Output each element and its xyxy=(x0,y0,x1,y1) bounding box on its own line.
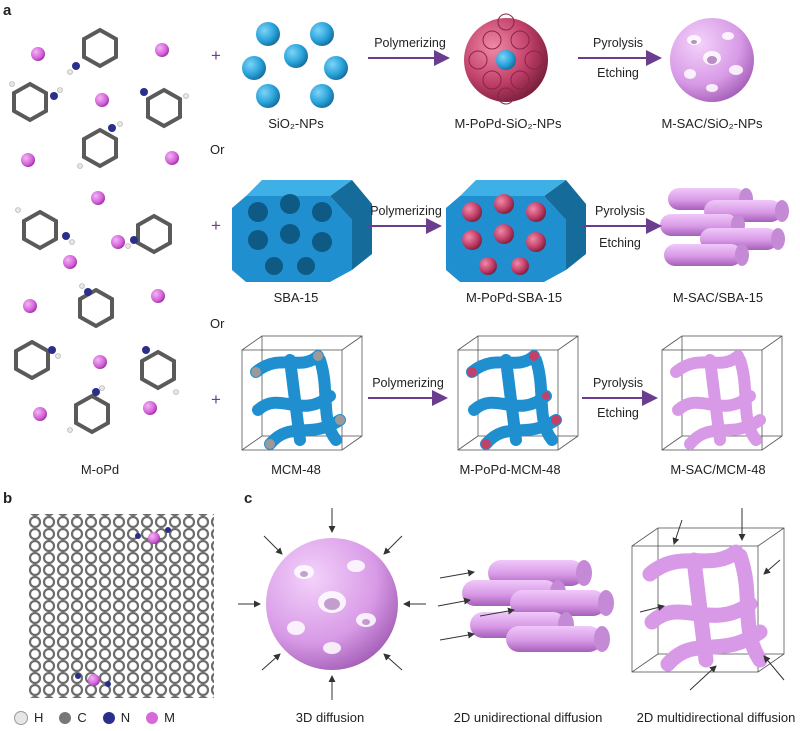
or-label-1: Or xyxy=(210,142,225,157)
step-pyrolysis-3: Pyrolysis xyxy=(592,376,644,390)
template-label-2: SBA-15 xyxy=(273,290,319,305)
legend-h-icon xyxy=(14,710,28,725)
plus-sign-2: + xyxy=(211,216,221,235)
step-etching-1: Etching xyxy=(597,66,639,80)
sba15-template xyxy=(232,180,372,282)
panel-label-a: a xyxy=(3,2,12,19)
product-label-3: M-SAC/MCM-48 xyxy=(670,462,766,477)
legend-c-icon xyxy=(59,711,72,724)
step-pyrolysis-1: Pyrolysis xyxy=(592,36,644,50)
carbon-lattice xyxy=(28,514,214,698)
or-label-2: Or xyxy=(210,316,225,331)
plus-sign-3: + xyxy=(211,390,221,409)
composite-label-1: M-PoPd-SiO₂-NPs xyxy=(454,116,562,131)
diffusion-3d-sphere xyxy=(238,508,426,700)
legend-n-icon xyxy=(102,711,115,724)
legend-m-label: M xyxy=(164,710,176,725)
mcm48-template xyxy=(241,335,363,451)
diffusion-2d-rods xyxy=(437,560,614,652)
step-pyrolysis-2: Pyrolysis xyxy=(594,204,646,218)
step-etching-3: Etching xyxy=(597,406,639,420)
step-polymerizing-2: Polymerizing xyxy=(370,204,442,218)
template-label-1: SiO₂-NPs xyxy=(268,116,324,131)
polymer-filled-mcm48 xyxy=(457,335,579,451)
panel-label-c: c xyxy=(244,490,253,507)
legend-m-icon xyxy=(146,711,159,724)
template-label-3: MCM-48 xyxy=(271,462,321,477)
sac-sba15-rods xyxy=(660,188,789,266)
legend-c-label: C xyxy=(77,710,87,725)
diffusion-multi-network xyxy=(631,508,785,691)
legend-h-label: H xyxy=(34,710,44,725)
panel-label-b: b xyxy=(3,490,13,507)
polymer-coated-sio2 xyxy=(464,13,548,105)
sio2-nanoparticles xyxy=(242,22,348,108)
composite-label-2: M-PoPd-SBA-15 xyxy=(465,290,563,305)
step-etching-2: Etching xyxy=(599,236,641,250)
sac-mcm48-network xyxy=(661,335,783,451)
diffusion-label-2d-uni: 2D unidirectional diffusion xyxy=(453,710,603,725)
plus-sign-1: + xyxy=(211,46,221,65)
atom-legend: H C N M xyxy=(14,710,175,725)
step-polymerizing-3: Polymerizing xyxy=(372,376,444,390)
composite-label-3: M-PoPd-MCM-48 xyxy=(459,462,561,477)
sac-sio2-sphere xyxy=(670,18,754,102)
diffusion-label-2d-multi: 2D multidirectional diffusion xyxy=(636,710,796,725)
polymer-filled-sba15 xyxy=(446,180,586,282)
monomer-label: M-oPd xyxy=(80,462,120,477)
product-label-2: M-SAC/SBA-15 xyxy=(672,290,764,305)
monomer-cloud xyxy=(9,27,189,435)
product-label-1: M-SAC/SiO₂-NPs xyxy=(661,116,763,131)
legend-n-label: N xyxy=(120,710,131,725)
process-arrows xyxy=(368,50,662,406)
step-polymerizing-1: Polymerizing xyxy=(374,36,446,50)
diffusion-label-3d: 3D diffusion xyxy=(295,710,365,725)
